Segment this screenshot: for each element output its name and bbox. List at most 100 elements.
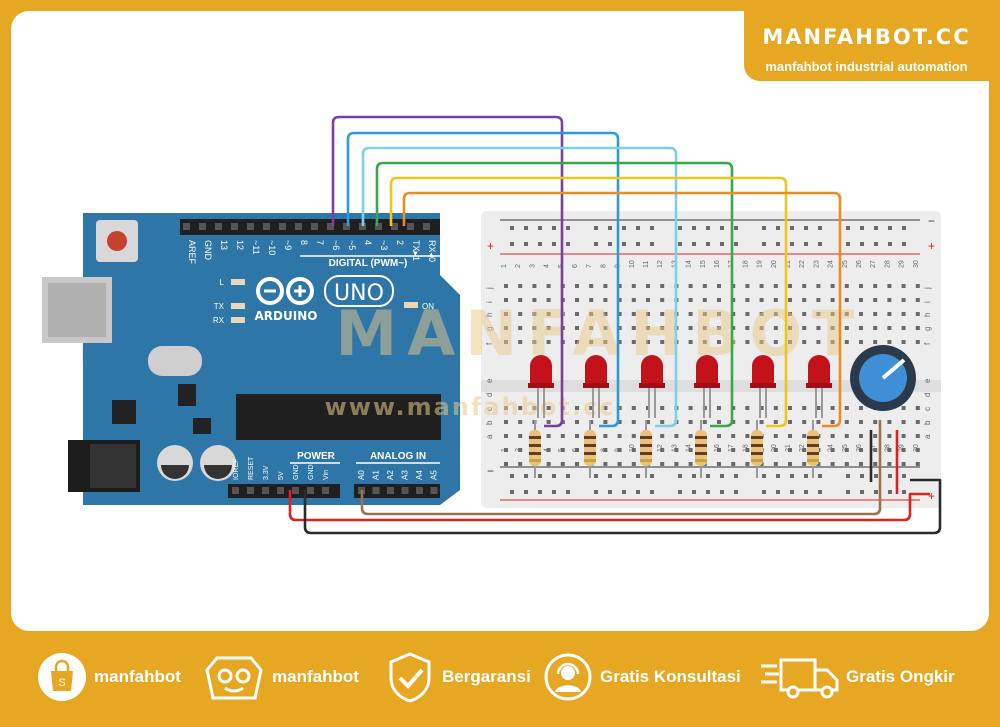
rail-hole: [818, 226, 822, 230]
header-hole: [247, 223, 254, 230]
footer-item-consultation[interactable]: Gratis Konsultasi: [540, 647, 741, 707]
breadboard-hole: [532, 406, 537, 410]
breadboard-hole: [731, 448, 736, 452]
breadboard-hole: [660, 312, 665, 316]
breadboard-hole: [589, 406, 594, 410]
rail-hole: [706, 474, 710, 478]
red-led: [752, 355, 774, 386]
rail-hole: [776, 242, 780, 246]
breadboard-hole: [660, 406, 665, 410]
breadboard-hole: [617, 298, 622, 302]
footer-item-warranty[interactable]: Bergaransi: [382, 647, 531, 707]
footer-item-shop[interactable]: S manfahbot: [34, 647, 181, 707]
led-rx-label: RX: [213, 316, 225, 325]
breadboard-column-label: 15: [700, 260, 707, 268]
breadboard-row-label: c: [485, 407, 494, 411]
header-hole: [416, 487, 423, 494]
header-hole: [215, 223, 222, 230]
resistor-band: [640, 444, 652, 447]
header-hole: [387, 487, 394, 494]
red-led: [641, 355, 663, 386]
header-hole: [401, 487, 409, 494]
rail-hole: [622, 474, 626, 478]
breadboard-hole: [518, 298, 523, 302]
footer-item-mascot[interactable]: manfahbot: [200, 647, 359, 707]
breadboard-hole: [802, 406, 807, 410]
breadboard-hole: [603, 462, 608, 466]
breadboard-hole: [504, 420, 508, 424]
breadboard-hole: [873, 462, 878, 466]
breadboard-hole: [617, 406, 622, 410]
rail-hole: [790, 490, 794, 494]
breadboard-hole: [702, 340, 707, 344]
led-rim: [639, 383, 665, 388]
breadboard-hole: [631, 284, 636, 288]
rail-hole: [874, 474, 878, 478]
power-pin-label: Vin: [323, 470, 330, 480]
breadboard-hole: [631, 312, 636, 316]
rail-hole: [636, 490, 640, 494]
breadboard-hole: [646, 420, 650, 424]
rail-hole: [524, 474, 528, 478]
breadboard-hole: [617, 284, 622, 288]
rail-hole: [902, 226, 906, 230]
rail-hole: [720, 474, 724, 478]
breadboard-hole: [504, 298, 508, 302]
breadboard-row-label: j: [923, 287, 932, 290]
rail-hole: [706, 490, 710, 494]
breadboard-hole: [901, 420, 906, 424]
rail-hole: [566, 490, 570, 494]
rail-hole: [636, 242, 640, 246]
breadboard-column-label: 22: [799, 260, 806, 268]
breadboard-hole: [575, 434, 579, 438]
rail-hole: [720, 490, 724, 494]
breadboard-hole: [631, 406, 636, 410]
rail-hole: [678, 490, 682, 494]
breadboard-column-label: 21: [785, 260, 792, 268]
analog-pin-label: A3: [401, 470, 410, 480]
breadboard-hole: [504, 434, 508, 438]
breadboard-hole: [773, 462, 778, 466]
breadboard-hole: [575, 298, 579, 302]
rail-hole: [566, 474, 570, 478]
resistor-band: [695, 436, 707, 439]
breadboard-column-label: 25: [842, 444, 849, 452]
breadboard-column-label: 23: [813, 260, 820, 268]
breadboard-hole: [688, 284, 693, 288]
footer-item-shipping[interactable]: Gratis Ongkir: [758, 647, 955, 707]
breadboard-hole: [532, 284, 537, 288]
breadboard-hole: [859, 312, 863, 316]
breadboard-hole: [674, 434, 679, 438]
rail-hole: [902, 490, 906, 494]
breadboard-hole: [802, 284, 807, 288]
breadboard-column-label: 26: [856, 260, 863, 268]
rail-hole: [510, 226, 514, 230]
breadboard-hole: [788, 462, 792, 466]
rail-hole: [776, 490, 780, 494]
breadboard-hole: [901, 448, 906, 452]
breadboard-hole: [759, 340, 764, 344]
breadboard-hole: [532, 298, 537, 302]
resistor-band: [640, 452, 652, 455]
rail-hole: [622, 226, 626, 230]
digital-pin-label: 7: [315, 240, 325, 245]
breadboard-hole: [830, 326, 835, 330]
breadboard-hole: [788, 434, 792, 438]
breadboard-row-label: e: [923, 378, 932, 383]
rail-hole: [524, 242, 528, 246]
breadboard-hole: [518, 434, 523, 438]
breadboard-hole: [830, 312, 835, 316]
rail-hole: [888, 490, 892, 494]
rail-hole: [566, 226, 570, 230]
breadboard-hole: [688, 312, 693, 316]
rail-hole: [818, 490, 822, 494]
breadboard-hole: [504, 326, 508, 330]
resistor-band: [695, 459, 707, 462]
breadboard-hole: [589, 298, 594, 302]
breadboard-hole: [504, 448, 508, 452]
breadboard-column-label: 14: [686, 260, 693, 268]
rail-minus-top: −: [928, 214, 935, 228]
breadboard-hole: [688, 340, 693, 344]
rail-hole: [510, 474, 514, 478]
breadboard-hole: [901, 434, 906, 438]
